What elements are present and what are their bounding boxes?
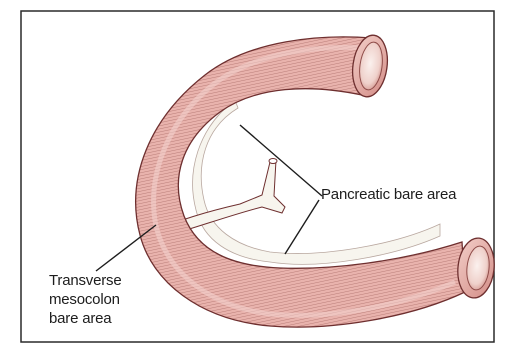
pancreatic-leader-lower <box>285 200 319 254</box>
transverse-label-line-2: mesocolon <box>49 290 121 309</box>
intestine-wall <box>136 37 465 327</box>
transverse-label-line-1: Transverse <box>49 271 121 290</box>
vessel-stump <box>269 159 277 164</box>
transverse-label-line-3: bare area <box>49 309 121 328</box>
pancreatic-leader-upper <box>240 125 322 196</box>
pancreatic-bare-area <box>193 100 440 264</box>
pancreatic-bare-area-label: Pancreatic bare area <box>321 185 456 204</box>
transverse-mesocolon-bare-area-label: Transverse mesocolon bare area <box>49 271 121 328</box>
